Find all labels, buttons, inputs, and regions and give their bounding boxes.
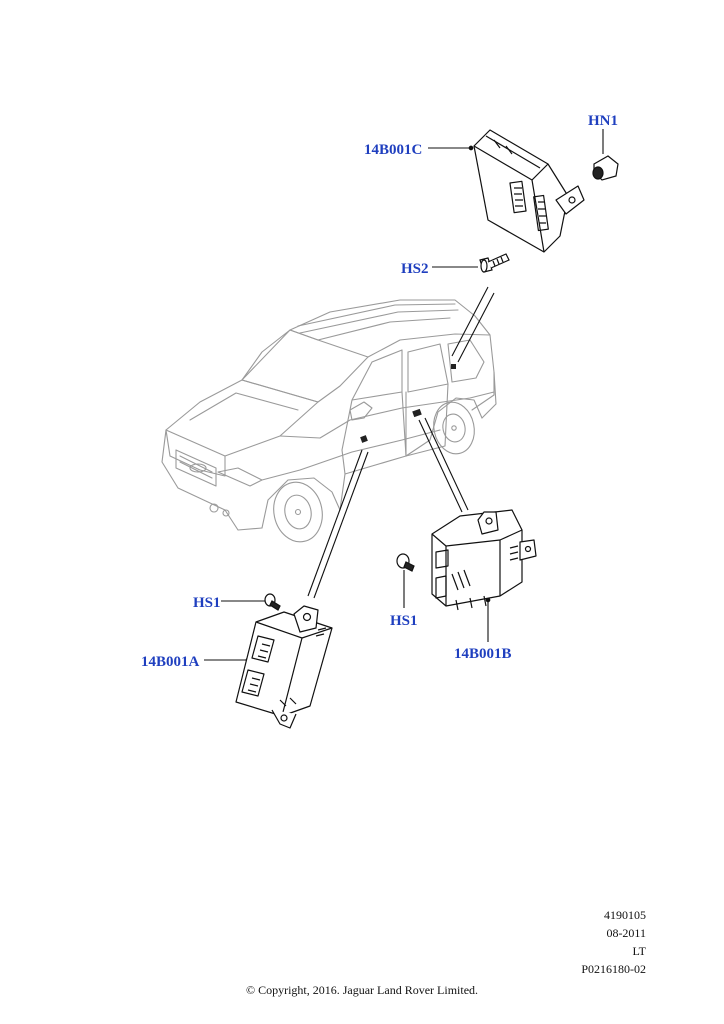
- screw-hs2: [479, 253, 510, 273]
- reference-number: 4190105: [604, 908, 646, 922]
- reference-part-id: P0216180-02: [581, 962, 646, 976]
- vehicle-outline: [161, 299, 497, 543]
- callout-14b001a: 14B001A: [141, 654, 200, 670]
- callout-hn1: HN1: [588, 113, 618, 129]
- callout-hs1-left: HS1: [193, 595, 221, 611]
- leader-lines: [204, 129, 604, 663]
- screw-hs1-right: [396, 553, 415, 572]
- module-14b001b: [431, 509, 537, 611]
- vehicle-module-locations: [360, 364, 456, 443]
- nut-hn1: [592, 155, 619, 181]
- callout-14b001b: 14B001B: [454, 646, 512, 662]
- reference-date: 08-2011: [606, 926, 646, 940]
- screw-hs1-left: [264, 593, 281, 611]
- module-14b001c: [473, 129, 585, 253]
- callout-hs1-right: HS1: [390, 613, 418, 629]
- module-14b001a: [235, 605, 333, 729]
- callout-14b001c: 14B001C: [364, 142, 423, 158]
- reference-code: LT: [632, 944, 646, 958]
- copyright-notice: © Copyright, 2016. Jaguar Land Rover Lim…: [245, 983, 479, 997]
- callout-hs2: HS2: [401, 261, 429, 277]
